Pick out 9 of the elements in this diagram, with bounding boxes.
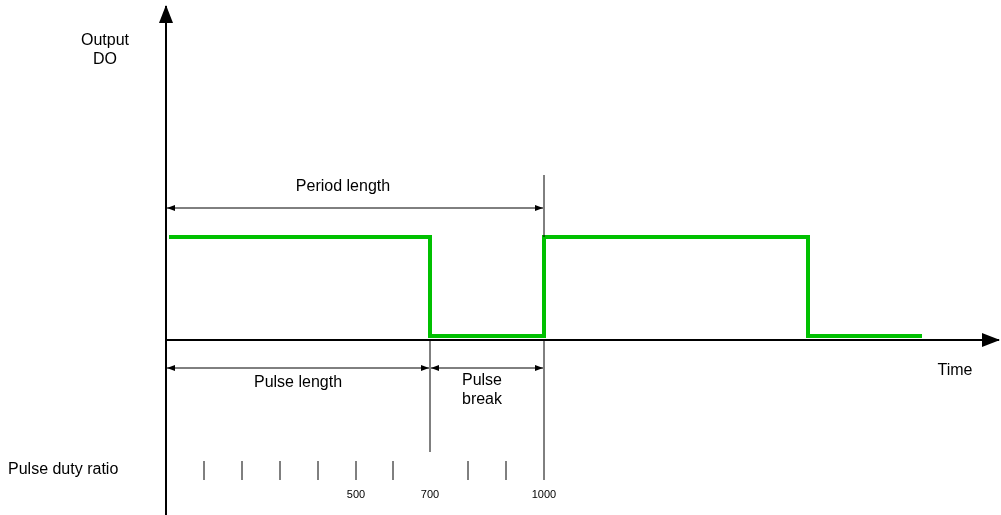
tick-label: 700	[419, 488, 441, 502]
dimension-label: Pulse break	[461, 370, 503, 409]
dimension-label: Pulse length	[252, 372, 344, 392]
row-label: Pulse duty ratio	[8, 459, 120, 479]
axis-label: Time	[936, 360, 974, 380]
axis-label: Output DO	[80, 30, 130, 69]
dimension-label: Period length	[294, 176, 392, 196]
tick-label: 500	[345, 488, 367, 502]
tick-label: 1000	[530, 488, 558, 502]
